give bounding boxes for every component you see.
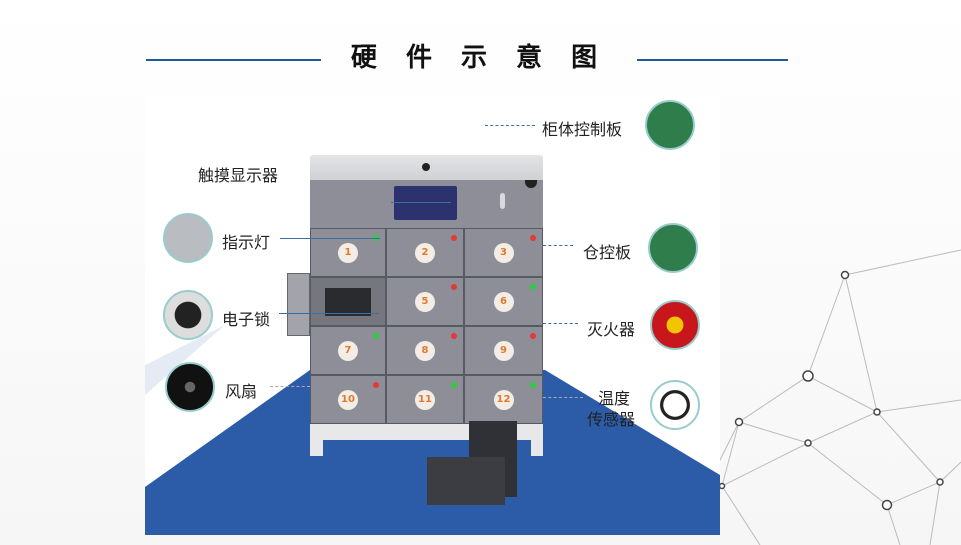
fire-extinguisher-icon <box>650 300 700 350</box>
label-touch-display: 触摸显示器 <box>198 166 279 185</box>
led-green <box>530 284 536 290</box>
led-red <box>451 284 457 290</box>
locker-5: 5 <box>386 277 464 326</box>
label-compartment-board: 仓控板 <box>583 243 632 262</box>
connector-line <box>485 125 535 126</box>
locker-number: 1 <box>338 242 358 263</box>
locker-10: 10 <box>310 375 386 424</box>
open-door <box>287 273 310 336</box>
locker-4 <box>310 277 386 326</box>
label-extinguisher: 灭火器 <box>587 320 636 339</box>
locker-3: 3 <box>464 228 543 277</box>
network-decoration <box>700 249 961 545</box>
label-temp-sensor-2: 传感器 <box>587 410 636 429</box>
locker-6: 6 <box>464 277 543 326</box>
locker-number: 9 <box>493 340 514 361</box>
temperature-sensor-icon <box>650 380 700 430</box>
connector-line <box>391 202 451 203</box>
camera-icon <box>422 163 430 171</box>
led-red <box>530 333 536 339</box>
connector-line <box>543 397 583 398</box>
card-reader <box>500 193 505 209</box>
locker-number: 5 <box>415 291 435 312</box>
locker-number: 11 <box>415 389 435 410</box>
indicator-light-icon <box>163 213 213 263</box>
connector-line <box>270 386 310 387</box>
locker-number: 6 <box>493 291 514 312</box>
locker-11: 11 <box>386 375 464 424</box>
compartment-board-icon <box>648 223 698 273</box>
led-red <box>530 235 536 241</box>
label-cabinet-board: 柜体控制板 <box>542 120 623 139</box>
locker-2: 2 <box>386 228 464 277</box>
page-title: 硬 件 示 意 图 <box>350 43 608 73</box>
label-fan: 风扇 <box>225 382 258 401</box>
locker-number: 10 <box>338 389 358 410</box>
led-green <box>373 333 379 339</box>
locker-number: 12 <box>493 389 514 410</box>
connector-line <box>279 313 379 314</box>
title-line-right <box>637 59 788 61</box>
locker-9: 9 <box>464 326 543 375</box>
label-temp-sensor-1: 温度 <box>598 389 631 408</box>
led-red <box>451 235 457 241</box>
led-green <box>530 382 536 388</box>
locker-number: 3 <box>493 242 514 263</box>
locker-number: 2 <box>415 242 435 263</box>
locker-12: 12 <box>464 375 543 424</box>
locker-number: 7 <box>338 340 358 361</box>
dome-camera-icon <box>525 180 537 188</box>
led-green <box>451 382 457 388</box>
led-red <box>373 382 379 388</box>
locker-8: 8 <box>386 326 464 375</box>
locker-interior <box>325 288 371 316</box>
connector-line <box>280 238 380 239</box>
electronic-lock-icon <box>163 290 213 340</box>
title-line-left <box>146 59 321 61</box>
fan-icon <box>165 362 215 412</box>
circuit-board-icon <box>645 100 695 150</box>
label-indicator: 指示灯 <box>222 233 271 252</box>
label-e-lock: 电子锁 <box>222 310 271 329</box>
connector-line <box>543 323 578 324</box>
locker-number: 8 <box>415 340 435 361</box>
led-red <box>451 333 457 339</box>
case-2 <box>427 457 505 505</box>
connector-line <box>543 245 573 246</box>
touch-display-screen <box>394 186 457 220</box>
locker-7: 7 <box>310 326 386 375</box>
locker-1: 1 <box>310 228 386 277</box>
